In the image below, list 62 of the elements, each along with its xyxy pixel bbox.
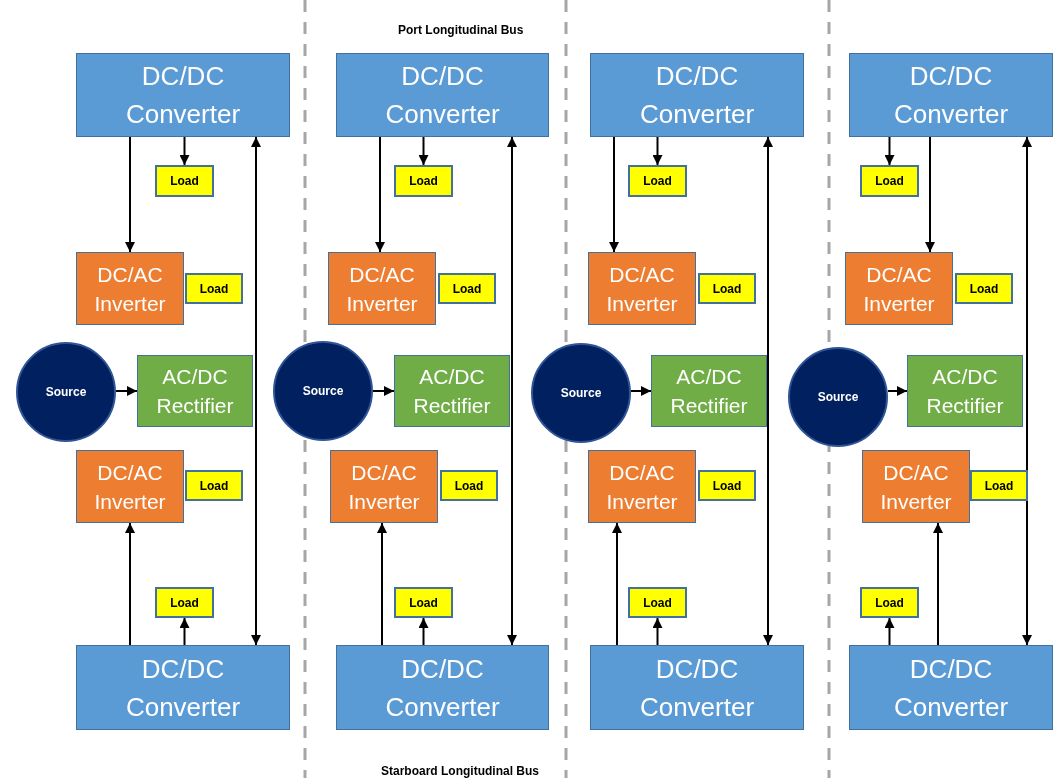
load-box: Load: [440, 470, 498, 501]
arrow: [884, 136, 895, 166]
arrow: [375, 136, 385, 253]
rectifier-box: AC/DC Rectifier: [907, 355, 1023, 427]
load-box: Load: [628, 587, 687, 618]
arrow: [884, 617, 895, 646]
converter-box: DC/DC Converter: [849, 645, 1053, 730]
arrow: [1022, 136, 1032, 646]
inverter-box: DC/AC Inverter: [845, 252, 953, 325]
rectifier-box: AC/DC Rectifier: [394, 355, 510, 427]
arrow: [179, 617, 190, 646]
load-box: Load: [438, 273, 496, 304]
arrow: [652, 136, 663, 166]
converter-box: DC/DC Converter: [336, 53, 549, 137]
arrow: [125, 522, 135, 646]
converter-box: DC/DC Converter: [76, 53, 290, 137]
converter-box: DC/DC Converter: [336, 645, 549, 730]
arrow: [887, 386, 908, 396]
bus-label: Starboard Longitudinal Bus: [381, 763, 539, 778]
load-box: Load: [955, 273, 1013, 304]
arrow: [372, 386, 395, 396]
arrow: [507, 136, 517, 646]
converter-box: DC/DC Converter: [590, 53, 804, 137]
bus-label: Port Longitudinal Bus: [398, 22, 524, 39]
arrow: [377, 522, 387, 646]
load-box: Load: [860, 165, 919, 197]
arrow: [251, 136, 261, 646]
arrow: [115, 386, 138, 396]
inverter-box: DC/AC Inverter: [328, 252, 436, 325]
arrow: [125, 136, 135, 253]
load-box: Load: [698, 273, 756, 304]
load-box: Load: [155, 587, 214, 618]
arrow: [418, 136, 429, 166]
arrow: [418, 617, 429, 646]
load-box: Load: [394, 165, 453, 197]
rectifier-box: AC/DC Rectifier: [651, 355, 767, 427]
arrow: [925, 136, 935, 253]
load-box: Load: [970, 470, 1028, 501]
load-box: Load: [628, 165, 687, 197]
arrow: [630, 386, 652, 396]
load-box: Load: [698, 470, 756, 501]
load-box: Load: [394, 587, 453, 618]
arrow: [179, 136, 190, 166]
inverter-box: DC/AC Inverter: [588, 252, 696, 325]
converter-box: DC/DC Converter: [849, 53, 1053, 137]
inverter-box: DC/AC Inverter: [862, 450, 970, 523]
load-box: Load: [185, 273, 243, 304]
load-box: Load: [860, 587, 919, 618]
arrow: [609, 136, 619, 253]
arrow: [612, 522, 622, 646]
arrow: [763, 136, 773, 646]
load-box: Load: [155, 165, 214, 197]
load-box: Load: [185, 470, 243, 501]
inverter-box: DC/AC Inverter: [588, 450, 696, 523]
arrow: [933, 522, 943, 646]
rectifier-box: AC/DC Rectifier: [137, 355, 253, 427]
converter-box: DC/DC Converter: [76, 645, 290, 730]
arrow: [652, 617, 663, 646]
inverter-box: DC/AC Inverter: [330, 450, 438, 523]
converter-box: DC/DC Converter: [590, 645, 804, 730]
inverter-box: DC/AC Inverter: [76, 252, 184, 325]
inverter-box: DC/AC Inverter: [76, 450, 184, 523]
